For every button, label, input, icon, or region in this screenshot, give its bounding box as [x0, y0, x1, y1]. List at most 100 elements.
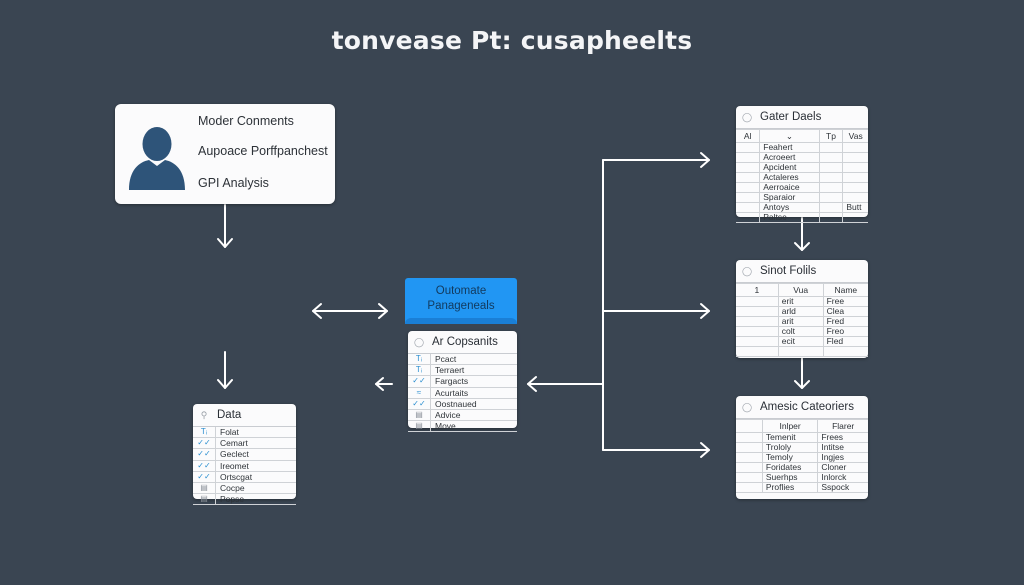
table-cell: Clea [822, 306, 868, 317]
column-header[interactable]: Vas [842, 129, 868, 143]
list-item[interactable]: ✓✓ Fargacts [408, 376, 517, 388]
search-icon[interactable]: ◯ [414, 336, 425, 347]
table-cell: Butt [842, 202, 868, 213]
table-cell: Temenit [761, 432, 819, 443]
list-item-label: Fargacts [435, 376, 469, 387]
list-item[interactable]: ✓✓Geclect [193, 449, 296, 461]
table-row[interactable]: Apcident [736, 162, 868, 173]
card-icon: ▤ [408, 421, 431, 432]
search-icon[interactable]: ◯ [742, 401, 753, 412]
table-cell [842, 212, 868, 223]
list-item[interactable]: ▤Move [408, 421, 517, 433]
list-item[interactable]: ✓✓Ortscgat [193, 471, 296, 483]
amesic-categories-title: Amesic Cateoriers [760, 401, 854, 413]
text-icon: Tᵢ [408, 365, 431, 376]
table-row[interactable] [736, 346, 868, 357]
check-icon: ✓✓ [408, 376, 431, 387]
search-icon[interactable]: ◯ [742, 265, 753, 276]
table-cell [818, 152, 844, 163]
table-cell: Frees [817, 432, 868, 443]
profile-card[interactable]: Moder Conments Aupoace Porffpanchest GPI… [115, 104, 335, 204]
search-icon[interactable]: ◯ [742, 111, 753, 122]
table-cell: Fred [822, 316, 868, 327]
components-list-title: Ar Copsanits [432, 336, 498, 348]
table-row[interactable]: Feahert [736, 142, 868, 153]
column-header[interactable]: ⌄ [759, 129, 820, 143]
check-icon: ✓✓ [193, 460, 216, 471]
table-cell [818, 192, 844, 203]
list-item[interactable]: ≈Acurtaits [408, 387, 517, 399]
table-row[interactable]: Aerroaice [736, 182, 868, 193]
table-cell [736, 192, 761, 203]
list-item[interactable]: ✓✓Irеоmet [193, 460, 296, 472]
table-cell: Feahert [759, 142, 820, 153]
automate-button-line1: Outomate [435, 285, 487, 297]
list-item[interactable]: ▤Cocpe [193, 482, 296, 495]
arrow-down-data [217, 351, 233, 389]
column-header[interactable]: Flarer [817, 419, 868, 433]
profile-line-2: Aupoace Porffpanchest [198, 144, 328, 158]
automate-button-line2: Panageneals [427, 300, 495, 312]
table-cell [736, 142, 761, 153]
list-item[interactable]: ✓✓Oostnaued [408, 398, 517, 410]
list-item-label: Cocpe [220, 482, 245, 493]
list-item[interactable]: ▤Advice [408, 409, 517, 422]
table-row[interactable]: Antoys Butt [736, 202, 868, 213]
table-cell [842, 192, 868, 203]
list-item[interactable]: ▤Popse [193, 494, 296, 506]
table-cell: Ingjes [817, 452, 868, 463]
column-header[interactable]: 1 [736, 283, 779, 297]
wave-icon: ≈ [408, 387, 431, 398]
automate-button[interactable]: Outomate Panageneals [405, 278, 517, 324]
table-cell: Proflies [761, 482, 819, 493]
list-item[interactable]: ✓✓ Cemart [193, 438, 296, 450]
table-cell [736, 162, 761, 173]
table-cell [818, 212, 844, 223]
table-cell [736, 172, 761, 183]
check-icon: ✓✓ [193, 438, 216, 449]
column-header[interactable] [736, 419, 763, 433]
column-header[interactable]: Tp [818, 129, 844, 143]
column-header[interactable]: Inlper [761, 419, 819, 433]
data-list-title: Data [217, 409, 242, 421]
column-header[interactable]: Vua [777, 283, 824, 297]
search-icon[interactable]: ⚲ [200, 409, 208, 420]
list-item-label: Cemart [220, 438, 248, 449]
table-row[interactable]: Acroeert [736, 152, 868, 163]
list-item-label: Ortscgat [220, 471, 253, 482]
profile-line-3: GPI Analysis [198, 176, 269, 190]
table-cell: Inlorck [817, 472, 868, 483]
user-avatar-icon [129, 127, 185, 190]
table-cell [818, 142, 844, 153]
table-cell: arit [777, 316, 824, 327]
column-header[interactable]: Al [736, 129, 761, 143]
list-item-label: Advice [435, 409, 461, 420]
table-cell [818, 162, 844, 173]
arrow-down-profile [217, 204, 233, 248]
table-row[interactable]: Actaleres [736, 172, 868, 183]
table-cell: Antoys [759, 202, 820, 213]
table-cell: Apcident [759, 162, 820, 173]
arrow-left-center [375, 377, 393, 391]
table-row[interactable]: Sparaior [736, 192, 868, 203]
table-row[interactable]: Paltse [736, 212, 868, 223]
column-header[interactable]: Name [822, 283, 868, 297]
table-cell [842, 172, 868, 183]
table-cell [818, 182, 844, 193]
